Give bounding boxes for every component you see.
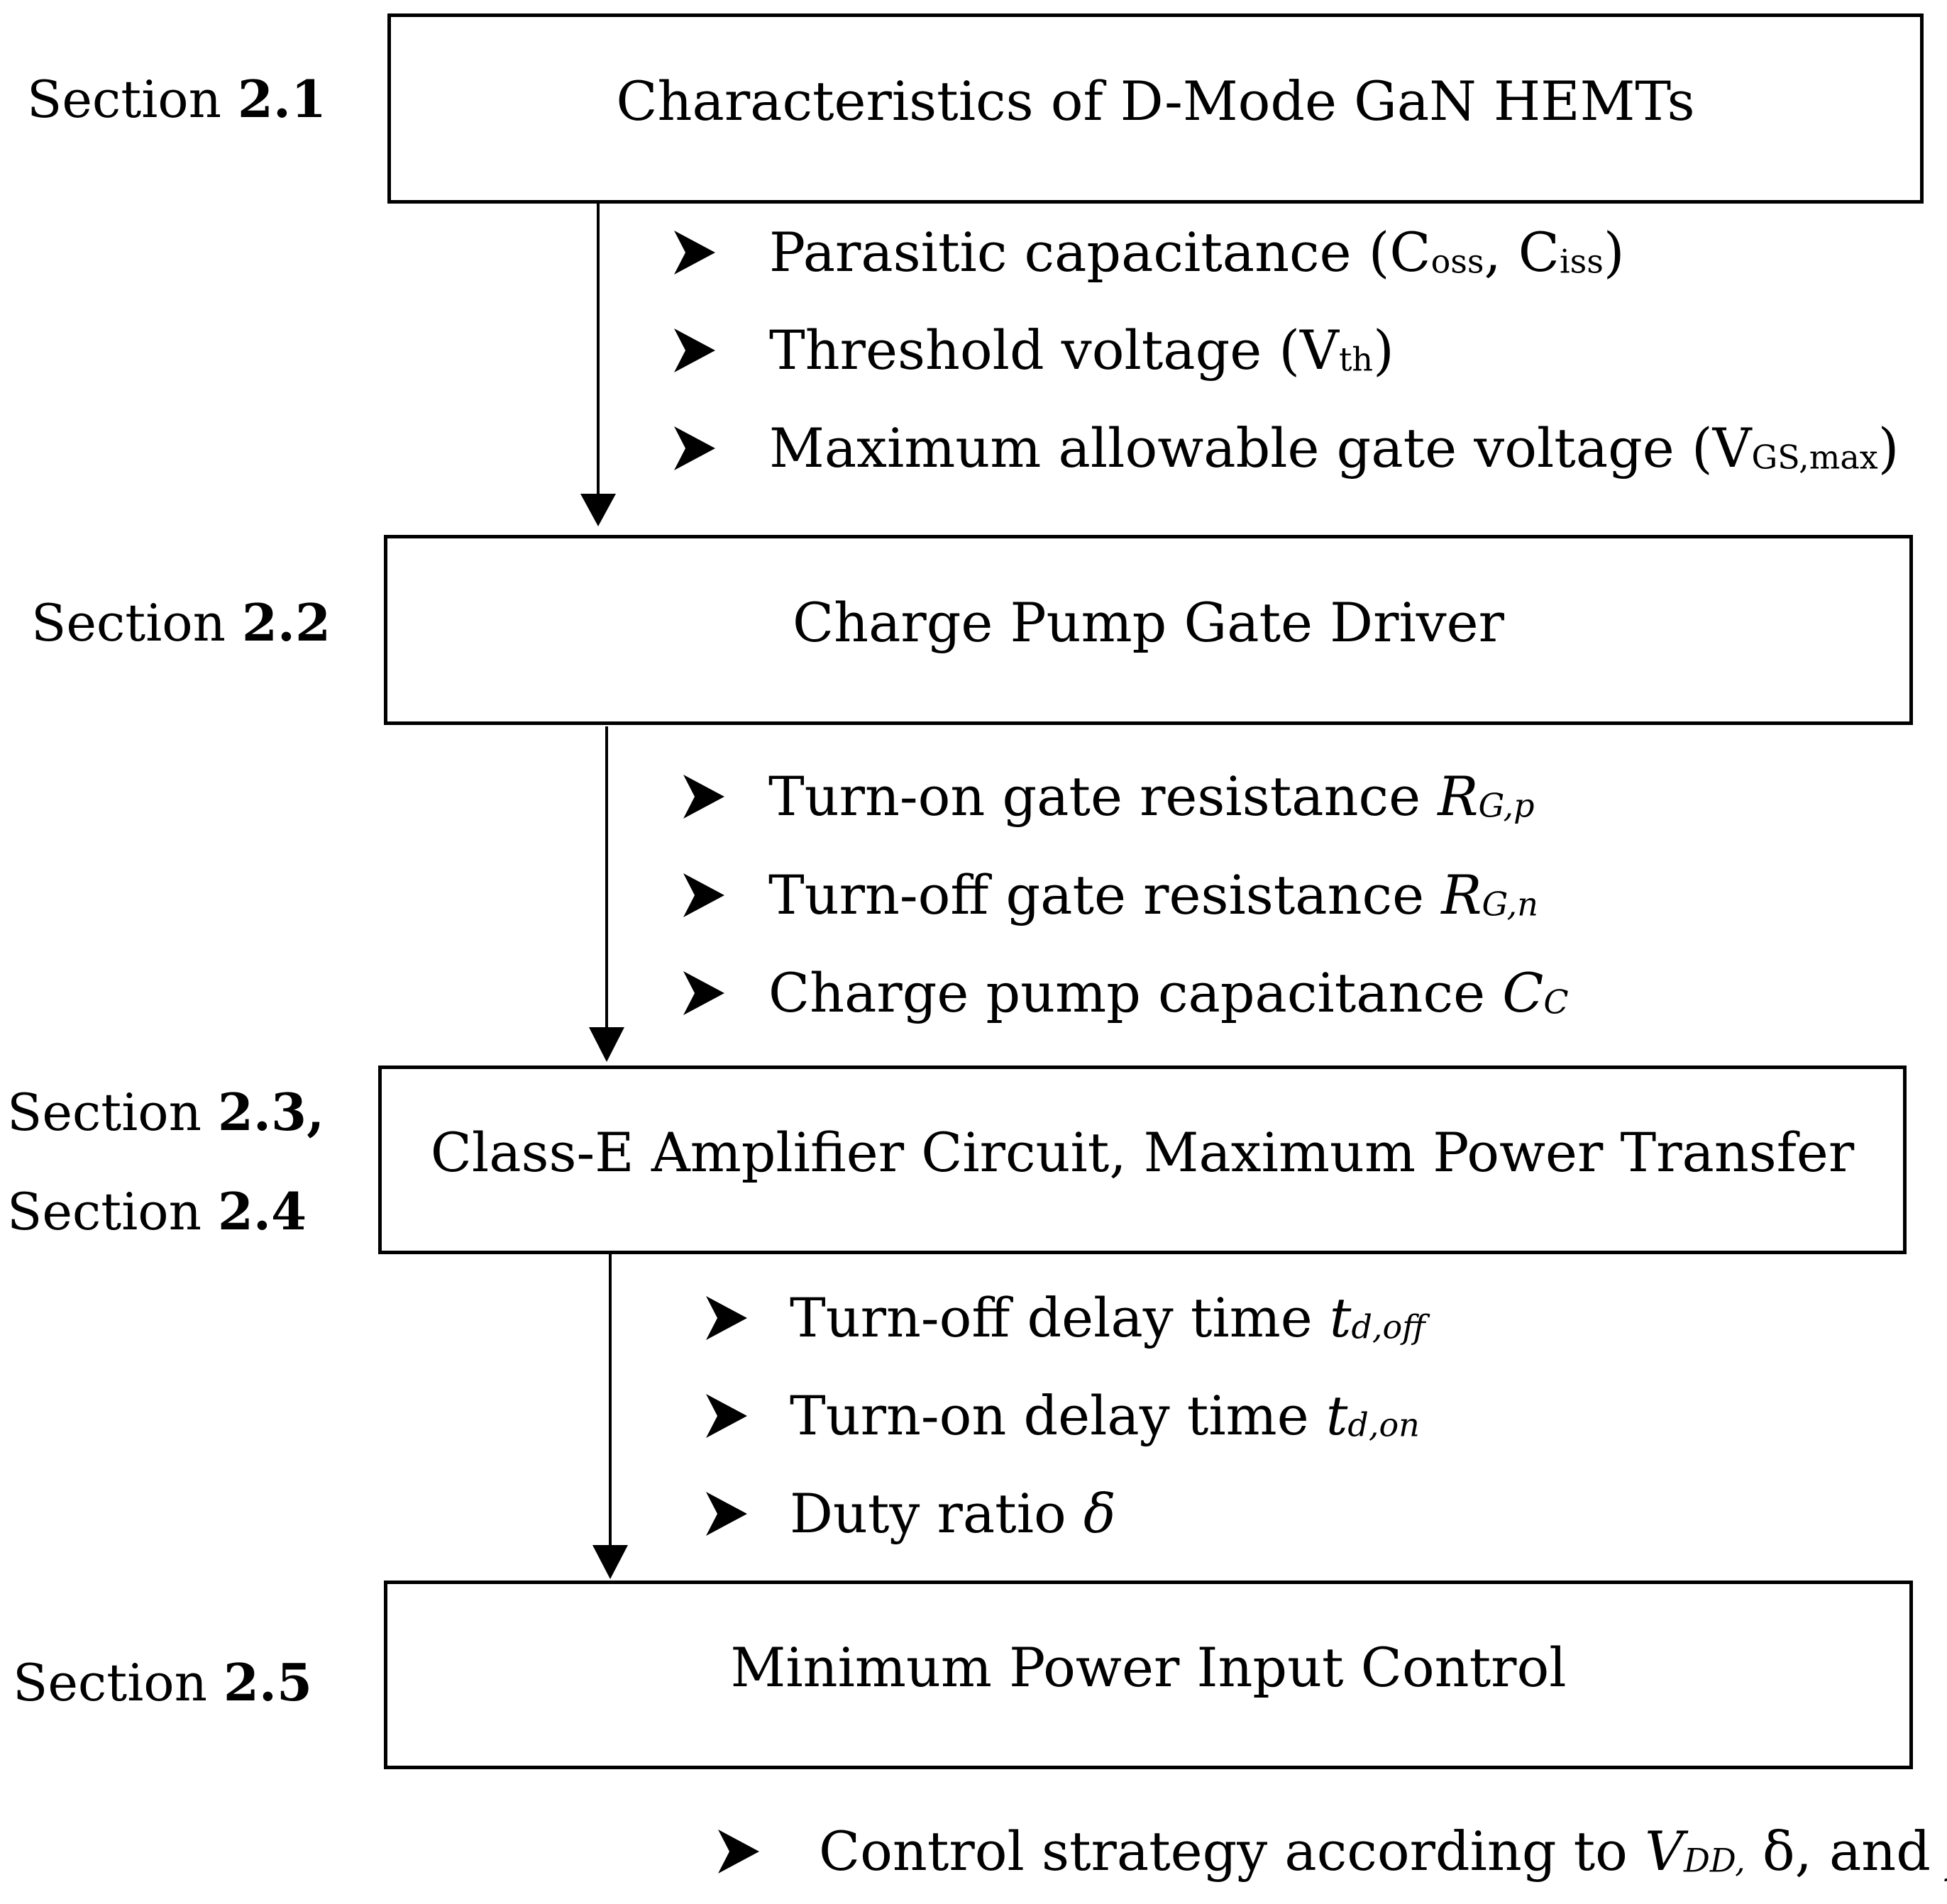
arrow-1-head <box>580 494 616 526</box>
arrowhead-bullet-icon <box>674 231 715 275</box>
arrowhead-bullet-icon <box>674 328 715 372</box>
section-label-2-1: Section 2.1 <box>27 69 327 129</box>
bullet-parasitic-capacitance: Parasitic capacitance (Coss, Ciss) <box>674 226 1625 279</box>
arrowhead-bullet-icon <box>718 1830 759 1873</box>
arrowhead-bullet-icon <box>706 1394 747 1438</box>
bullet-turn-off-delay-time: Turn-off delay time td,off <box>706 1291 1425 1345</box>
arrow-2-head <box>589 1027 624 1062</box>
bullet-control-strategy: Control strategy according to VDD, δ, an… <box>718 1825 1947 1878</box>
arrowhead-bullet-icon <box>674 426 715 470</box>
box-title: Minimum Power Input Control <box>730 1636 1567 1699</box>
section-label-2-3: Section 2.3, <box>7 1082 325 1142</box>
bullet-turn-on-gate-resistance: Turn-on gate resistance RG,p <box>683 770 1535 824</box>
section-label-2-2: Section 2.2 <box>31 592 331 653</box>
box-gan-characteristics: Characteristics of D-Mode GaN HEMTs <box>387 13 1924 204</box>
section-label-2-4: Section 2.4 <box>7 1181 307 1241</box>
bullet-turn-on-delay-time: Turn-on delay time td,on <box>706 1389 1420 1443</box>
box-charge-pump-gate-driver: Charge Pump Gate Driver <box>384 535 1913 725</box>
arrowhead-bullet-icon <box>683 971 724 1015</box>
bullet-threshold-voltage: Threshold voltage (Vth) <box>674 323 1394 377</box>
arrowhead-bullet-icon <box>706 1296 747 1340</box>
box-minimum-power-input-control: Minimum Power Input Control <box>384 1581 1913 1769</box>
box-title: Charge Pump Gate Driver <box>793 591 1504 654</box>
arrowhead-bullet-icon <box>706 1492 747 1536</box>
box-class-e-amplifier: Class-E Amplifier Circuit, Maximum Power… <box>378 1066 1907 1254</box>
bullet-duty-ratio: Duty ratio δ <box>706 1487 1116 1541</box>
bullet-charge-pump-capacitance: Charge pump capacitance CC <box>683 966 1569 1020</box>
section-label-2-5: Section 2.5 <box>13 1652 313 1712</box>
arrowhead-bullet-icon <box>683 775 724 819</box>
bullet-max-gate-voltage: Maximum allowable gate voltage (VGS,max) <box>674 421 1899 475</box>
arrow-3-head <box>592 1545 628 1579</box>
bullet-turn-off-gate-resistance: Turn-off gate resistance RG,n <box>683 868 1538 922</box>
arrowhead-bullet-icon <box>683 873 724 917</box>
box-title: Characteristics of D-Mode GaN HEMTs <box>616 70 1695 133</box>
box-title: Class-E Amplifier Circuit, Maximum Power… <box>430 1121 1855 1184</box>
